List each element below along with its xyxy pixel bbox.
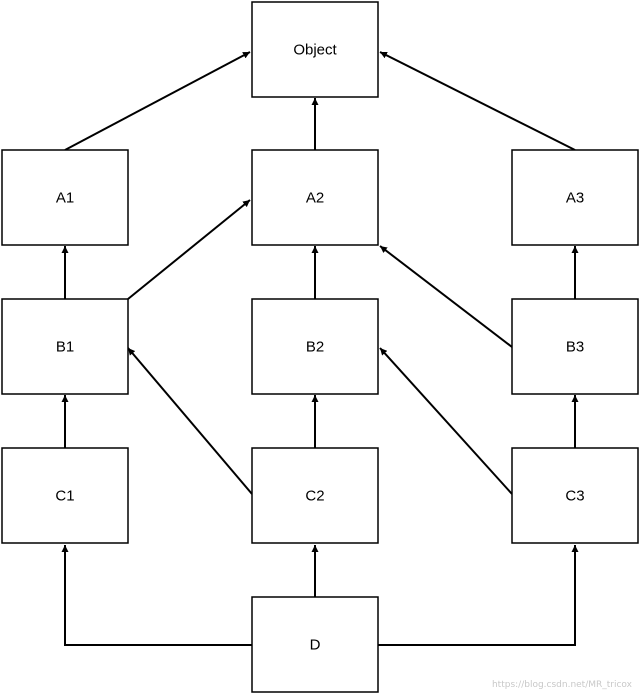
node-object: Object bbox=[251, 1, 379, 98]
node-b2: B2 bbox=[251, 298, 379, 395]
watermark-text: https://blog.csdn.net/MR_tricox bbox=[491, 680, 632, 690]
node-label-c1: C1 bbox=[55, 488, 74, 505]
node-box-b1 bbox=[1, 298, 129, 395]
node-label-a1: A1 bbox=[56, 190, 74, 207]
node-box-b3 bbox=[511, 298, 639, 395]
node-b1: B1 bbox=[1, 298, 129, 395]
arrow-a1-to-object bbox=[64, 51, 251, 151]
node-label-a3: A3 bbox=[566, 190, 584, 207]
node-c1: C1 bbox=[1, 447, 129, 544]
node-d: D bbox=[251, 596, 379, 693]
node-box-b2 bbox=[251, 298, 379, 395]
node-b3: B3 bbox=[511, 298, 639, 395]
arrow-b1-to-a2 bbox=[127, 199, 251, 300]
node-box-c1 bbox=[1, 447, 129, 544]
node-label-object: Object bbox=[293, 42, 337, 59]
node-label-c2: C2 bbox=[305, 488, 324, 505]
arrow-d-to-c1 bbox=[61, 545, 252, 646]
node-box-a1 bbox=[1, 149, 129, 246]
node-a1: A1 bbox=[1, 149, 129, 246]
node-box-c2 bbox=[251, 447, 379, 544]
node-label-b2: B2 bbox=[306, 339, 324, 356]
node-c3: C3 bbox=[511, 447, 639, 544]
node-label-b3: B3 bbox=[566, 339, 584, 356]
arrow-b3-to-a2 bbox=[379, 245, 513, 348]
arrow-a3-to-object bbox=[379, 51, 576, 151]
node-a2: A2 bbox=[251, 149, 379, 246]
node-box-object bbox=[251, 1, 379, 98]
arrow-c3-to-b2 bbox=[379, 347, 513, 495]
node-box-d bbox=[251, 596, 379, 693]
node-a3: A3 bbox=[511, 149, 639, 246]
arrow-d-to-c3 bbox=[378, 545, 579, 646]
node-label-d: D bbox=[310, 637, 321, 654]
node-label-c3: C3 bbox=[565, 488, 584, 505]
node-box-c3 bbox=[511, 447, 639, 544]
node-box-a3 bbox=[511, 149, 639, 246]
node-label-a2: A2 bbox=[306, 190, 324, 207]
node-box-a2 bbox=[251, 149, 379, 246]
arrow-c2-to-b1 bbox=[127, 347, 253, 495]
node-c2: C2 bbox=[251, 447, 379, 544]
node-label-b1: B1 bbox=[56, 339, 74, 356]
